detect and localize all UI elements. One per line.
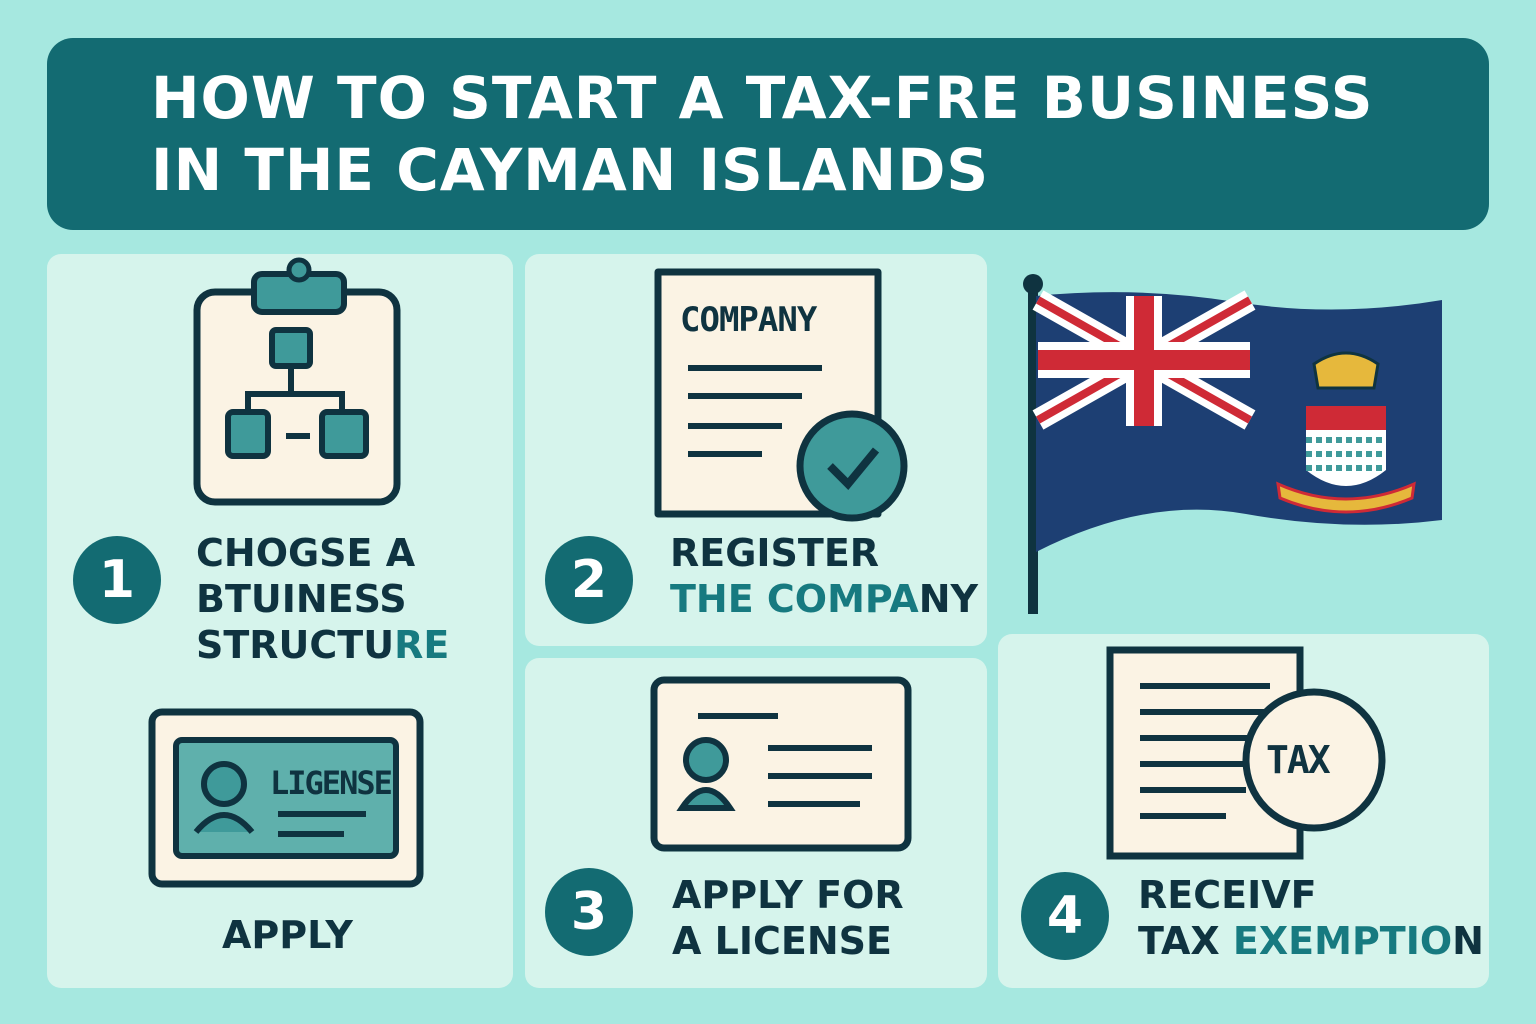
tax-badge-label: TAX bbox=[1266, 738, 1331, 782]
title-banner: HOW TO START A TAX-FRE BUSINESS IN THE C… bbox=[47, 38, 1489, 230]
company-document-check-icon bbox=[654, 268, 908, 522]
tax-document-icon bbox=[1106, 646, 1386, 860]
step-1-label-line-2: BTUINESS bbox=[196, 577, 407, 621]
cayman-islands-flag-icon bbox=[1023, 274, 1442, 614]
step-2-number: 2 bbox=[545, 536, 633, 624]
step-2-label: REGISTER THE COMPANY bbox=[670, 530, 978, 622]
license-card-icon bbox=[148, 708, 424, 888]
step-4-label-line-1: RECEIVF bbox=[1138, 873, 1317, 917]
page-title-line-1: HOW TO START A TAX-FRE BUSINESS bbox=[151, 64, 1374, 132]
step-1-label-line-3: STRUCTURE bbox=[196, 623, 450, 667]
clipboard-org-chart-icon bbox=[193, 257, 401, 506]
step-3-label: APPLY FOR A LICENSE bbox=[672, 872, 904, 964]
step-3-number: 3 bbox=[545, 868, 633, 956]
step-4-label-line-2: TAX EXEMPTION bbox=[1138, 919, 1484, 963]
step-1-number: 1 bbox=[73, 536, 161, 624]
id-card-icon bbox=[650, 676, 912, 852]
step-3-label-line-2: A LICENSE bbox=[672, 919, 892, 963]
step-4-label: RECEIVF TAX EXEMPTION bbox=[1138, 872, 1484, 964]
step-2-label-line-1: REGISTER bbox=[670, 531, 880, 575]
page-title-line-2: IN THE CAYMAN ISLANDS bbox=[151, 136, 990, 204]
company-document-title: COMPANY bbox=[680, 300, 817, 340]
step-3-label-line-1: APPLY FOR bbox=[672, 873, 904, 917]
step-4-number: 4 bbox=[1021, 872, 1109, 960]
step-2-label-line-2: THE COMPANY bbox=[670, 577, 979, 621]
step-1-label: CHOGSE A BTUINESS STRUCTURE bbox=[196, 530, 449, 668]
apply-caption: APPLY bbox=[222, 913, 353, 957]
license-card-label: LIGENSE bbox=[270, 764, 393, 802]
step-1-label-line-1: CHOGSE A bbox=[196, 531, 416, 575]
